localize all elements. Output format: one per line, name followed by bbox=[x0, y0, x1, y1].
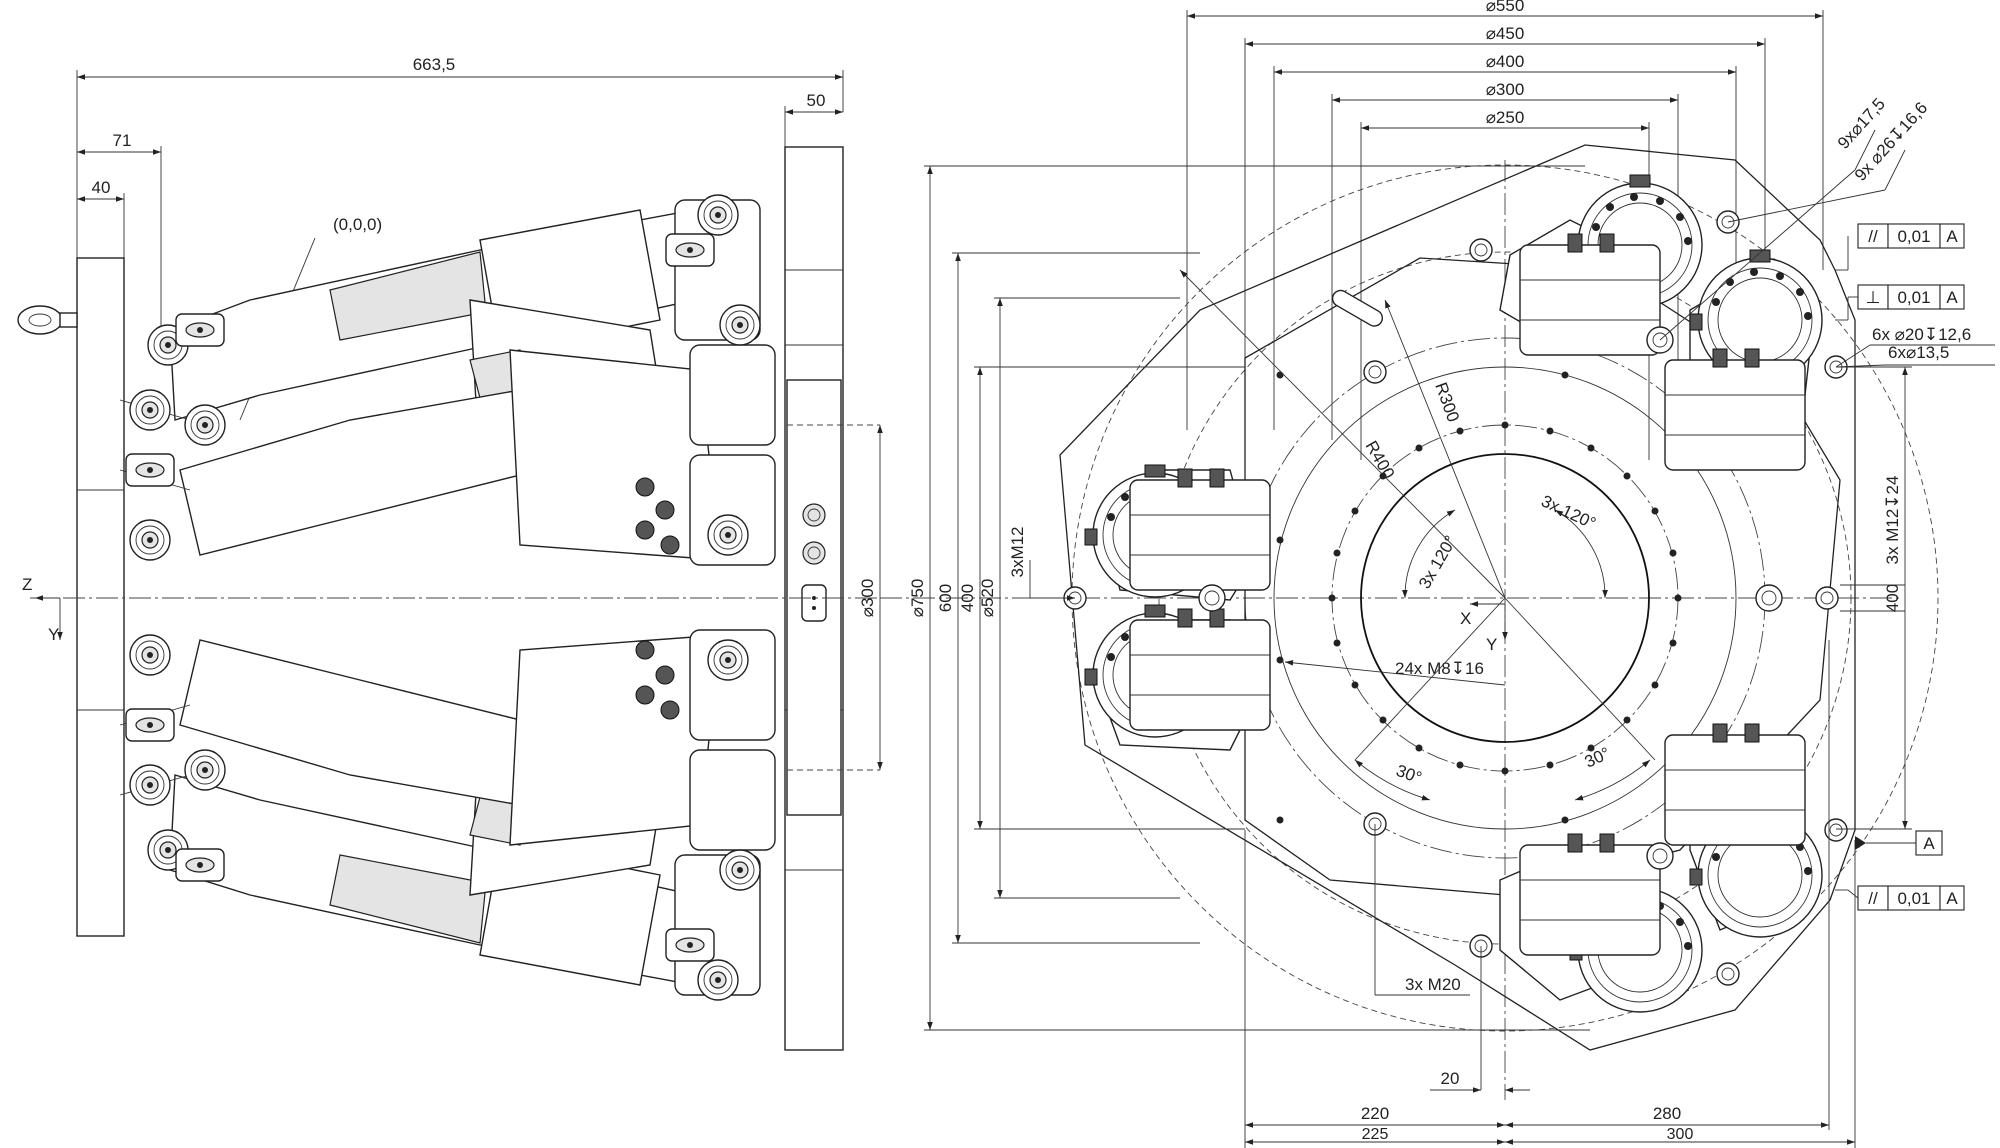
callout-13-5: 6x⌀13,5 bbox=[1888, 343, 1949, 362]
thread-3xm12-left: 3xM12 bbox=[1008, 526, 1027, 577]
dim-vertical-520: ⌀520 bbox=[978, 579, 997, 618]
dim-20: 20 bbox=[1441, 1069, 1460, 1088]
angle-30-left: 30° bbox=[1394, 761, 1425, 788]
svg-text:A: A bbox=[1946, 288, 1958, 307]
svg-text:⊥: ⊥ bbox=[1866, 288, 1881, 307]
upper-actuators bbox=[119, 199, 776, 566]
dim-vertical-600: 600 bbox=[936, 584, 955, 612]
dim-300-bottom: 300 bbox=[1667, 1126, 1694, 1143]
dim-right-400: 400 bbox=[1883, 584, 1902, 612]
angle-30-right: 30° bbox=[1582, 744, 1613, 772]
dim-diameter-400: ⌀400 bbox=[1486, 52, 1525, 71]
dim-diameter-550: ⌀550 bbox=[1486, 0, 1525, 15]
svg-text:0,01: 0,01 bbox=[1897, 288, 1930, 307]
dim-diameter-300: ⌀300 bbox=[1486, 80, 1525, 99]
connector-block bbox=[786, 379, 842, 816]
lower-plate bbox=[1059, 144, 1856, 1051]
top-axis-x-label: X bbox=[1460, 609, 1471, 628]
datum-a: A bbox=[1855, 830, 1943, 856]
callout-20: 6x ⌀20↧12,6 bbox=[1872, 325, 1971, 344]
svg-text:0,01: 0,01 bbox=[1897, 889, 1930, 908]
dim-vertical-750: ⌀750 bbox=[908, 579, 927, 618]
lifting-eye bbox=[17, 305, 78, 335]
svg-text:0,01: 0,01 bbox=[1897, 227, 1930, 246]
axis-y-label: Y bbox=[48, 625, 59, 644]
dim-280: 280 bbox=[1653, 1104, 1681, 1123]
svg-text:A: A bbox=[1946, 889, 1958, 908]
svg-text://: // bbox=[1868, 889, 1878, 908]
svg-text:A: A bbox=[1946, 227, 1958, 246]
lower-actuators bbox=[119, 629, 776, 996]
thread-m20: 3x M20 bbox=[1405, 975, 1461, 994]
dim-overall-length: 663,5 bbox=[413, 55, 456, 74]
dim-225: 225 bbox=[1362, 1126, 1389, 1143]
side-view: 663,5 71 40 50 bbox=[17, 55, 883, 1051]
radius-400: R400 bbox=[1362, 438, 1399, 483]
top-view: ⌀550 ⌀450 ⌀400 ⌀300 ⌀250 bbox=[880, 0, 1995, 1148]
dim-offset-40: 40 bbox=[92, 178, 111, 197]
base-plate bbox=[76, 257, 125, 937]
dim-diameter-450: ⌀450 bbox=[1486, 24, 1525, 43]
dim-plate-width: 50 bbox=[807, 91, 826, 110]
dim-diameter-250: ⌀250 bbox=[1486, 108, 1525, 127]
angle-120-a: 3x 120° bbox=[1538, 491, 1598, 533]
origin-label: (0,0,0) bbox=[333, 215, 382, 234]
top-axis-y-label: Y bbox=[1486, 635, 1497, 654]
dim-vertical-400: 400 bbox=[958, 584, 977, 612]
svg-text://: // bbox=[1868, 227, 1878, 246]
axis-z-label: Z bbox=[22, 575, 32, 594]
tolerance-perpendicular: ⊥ 0,01 A bbox=[1835, 284, 1965, 321]
dim-offset-71: 71 bbox=[113, 131, 132, 150]
tolerance-top-parallel: // 0,01 A bbox=[1835, 223, 1965, 271]
dim-220: 220 bbox=[1361, 1104, 1389, 1123]
tolerance-bottom-parallel: // 0,01 A bbox=[1835, 885, 1965, 911]
radius-300: R300 bbox=[1431, 380, 1463, 425]
thread-m12-side: 3x M12↧24 bbox=[1883, 476, 1902, 565]
svg-text:A: A bbox=[1923, 834, 1935, 853]
